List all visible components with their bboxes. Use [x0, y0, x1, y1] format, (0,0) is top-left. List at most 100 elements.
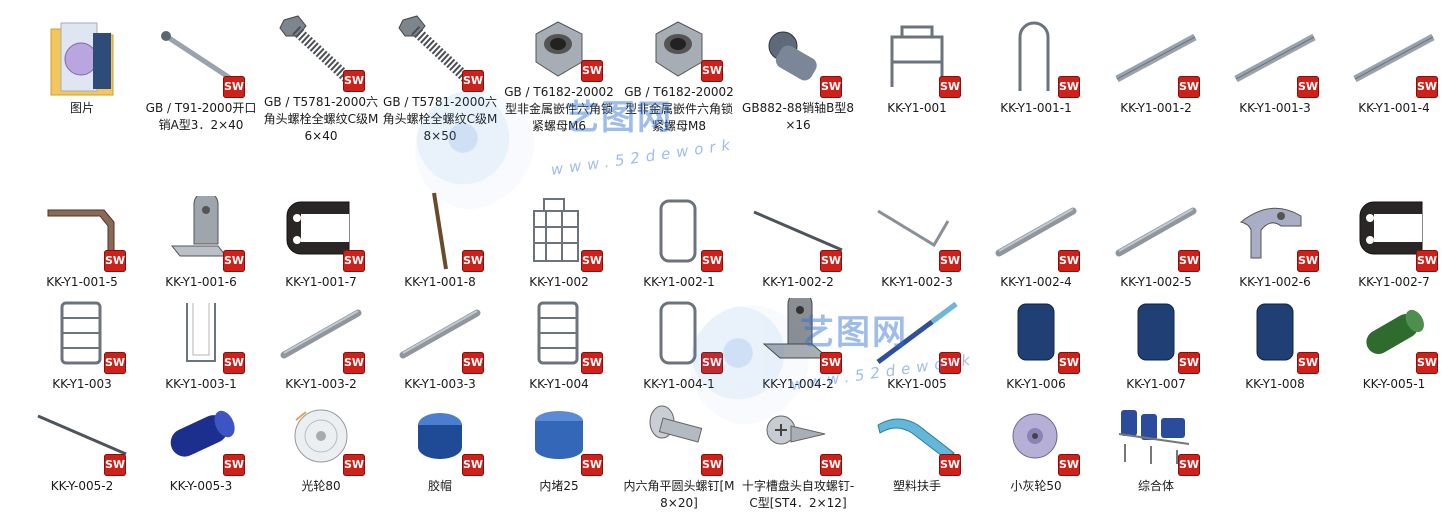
file-tile[interactable]: SW GB / T6182-20002型非金属嵌件六角锁紧螺母M8	[620, 14, 738, 134]
file-label: KK-Y1-002-7	[1358, 275, 1430, 289]
long-rod-icon: SW	[34, 392, 130, 478]
solidworks-badge-icon: SW	[343, 454, 365, 476]
blue-rod-icon: SW	[869, 290, 965, 376]
square-bar-icon: SW	[1108, 14, 1204, 100]
file-tile[interactable]: SW KK-Y1-007	[1097, 290, 1215, 410]
solidworks-badge-icon: SW	[1297, 250, 1319, 272]
file-label: 内堵25	[539, 479, 579, 493]
solidworks-badge-icon: SW	[820, 454, 842, 476]
file-label: KK-Y1-008	[1245, 377, 1305, 391]
solidworks-badge-icon: SW	[343, 250, 365, 272]
file-label: KK-Y1-001	[887, 101, 947, 115]
file-tile[interactable]: SW KK-Y1-001-1	[977, 14, 1095, 134]
file-label: KK-Y-005-3	[169, 479, 233, 493]
file-label: KK-Y1-001-6	[165, 275, 237, 289]
clamp-icon: SW	[1227, 188, 1323, 274]
file-label: GB / T6182-20002型非金属嵌件六角锁紧螺母M6	[504, 85, 614, 133]
solidworks-badge-icon: SW	[1058, 352, 1080, 374]
file-label: 塑料扶手	[892, 479, 941, 493]
solidworks-badge-icon: SW	[1416, 250, 1438, 272]
file-label: KK-Y1-002-6	[1239, 275, 1311, 289]
solidworks-badge-icon: SW	[104, 250, 126, 272]
solidworks-badge-icon: SW	[1178, 250, 1200, 272]
plug-icon: SW	[511, 392, 607, 478]
file-label: GB / T6182-20002型非金属嵌件六角锁紧螺母M8	[624, 85, 734, 133]
file-tile[interactable]: 图片	[23, 14, 141, 134]
file-tile[interactable]: SW KK-Y1-001	[858, 14, 976, 134]
file-tile[interactable]: SW GB / T6182-20002型非金属嵌件六角锁紧螺母M6	[500, 14, 618, 134]
file-tile[interactable]: SW KK-Y1-002	[500, 188, 618, 308]
l-rod-icon: SW	[869, 188, 965, 274]
cushion-icon: SW	[1108, 290, 1204, 376]
file-label: KK-Y1-001-1	[1000, 101, 1072, 115]
solidworks-badge-icon: SW	[1058, 250, 1080, 272]
solidworks-badge-icon: SW	[939, 76, 961, 98]
solidworks-badge-icon: SW	[343, 352, 365, 374]
solidworks-badge-icon: SW	[581, 60, 603, 82]
file-label: KK-Y1-002	[529, 275, 589, 289]
solidworks-badge-icon: SW	[1058, 76, 1080, 98]
file-label: KK-Y1-003-1	[165, 377, 237, 391]
solidworks-badge-icon: SW	[939, 250, 961, 272]
file-tile[interactable]: SW KK-Y1-002-7	[1335, 188, 1442, 308]
solidworks-badge-icon: SW	[1178, 352, 1200, 374]
file-label: KK-Y1-002-3	[881, 275, 953, 289]
file-label: KK-Y1-007	[1126, 377, 1186, 391]
solidworks-badge-icon: SW	[1178, 76, 1200, 98]
file-label: KK-Y1-001-4	[1358, 101, 1430, 115]
file-tile[interactable]: SW KK-Y1-002-6	[1216, 188, 1334, 308]
file-label: 光轮80	[301, 479, 341, 493]
solidworks-badge-icon: SW	[820, 352, 842, 374]
axle-pin-icon: SW	[750, 14, 846, 100]
grid-frame-icon: SW	[511, 290, 607, 376]
clevis-icon: SW	[273, 188, 369, 274]
solidworks-badge-icon: SW	[581, 250, 603, 272]
strip-icon: SW	[392, 188, 488, 274]
solidworks-badge-icon: SW	[701, 60, 723, 82]
angle-bracket-icon: SW	[750, 290, 846, 376]
file-tile[interactable]: SW KK-Y1-002-3	[858, 188, 976, 308]
bent-plate-icon: SW	[34, 188, 130, 274]
solidworks-badge-icon: SW	[939, 352, 961, 374]
chair-assembly-icon: SW	[1108, 392, 1204, 478]
tube-icon: SW	[1108, 188, 1204, 274]
cushion-icon: SW	[1227, 290, 1323, 376]
solidworks-badge-icon: SW	[820, 76, 842, 98]
